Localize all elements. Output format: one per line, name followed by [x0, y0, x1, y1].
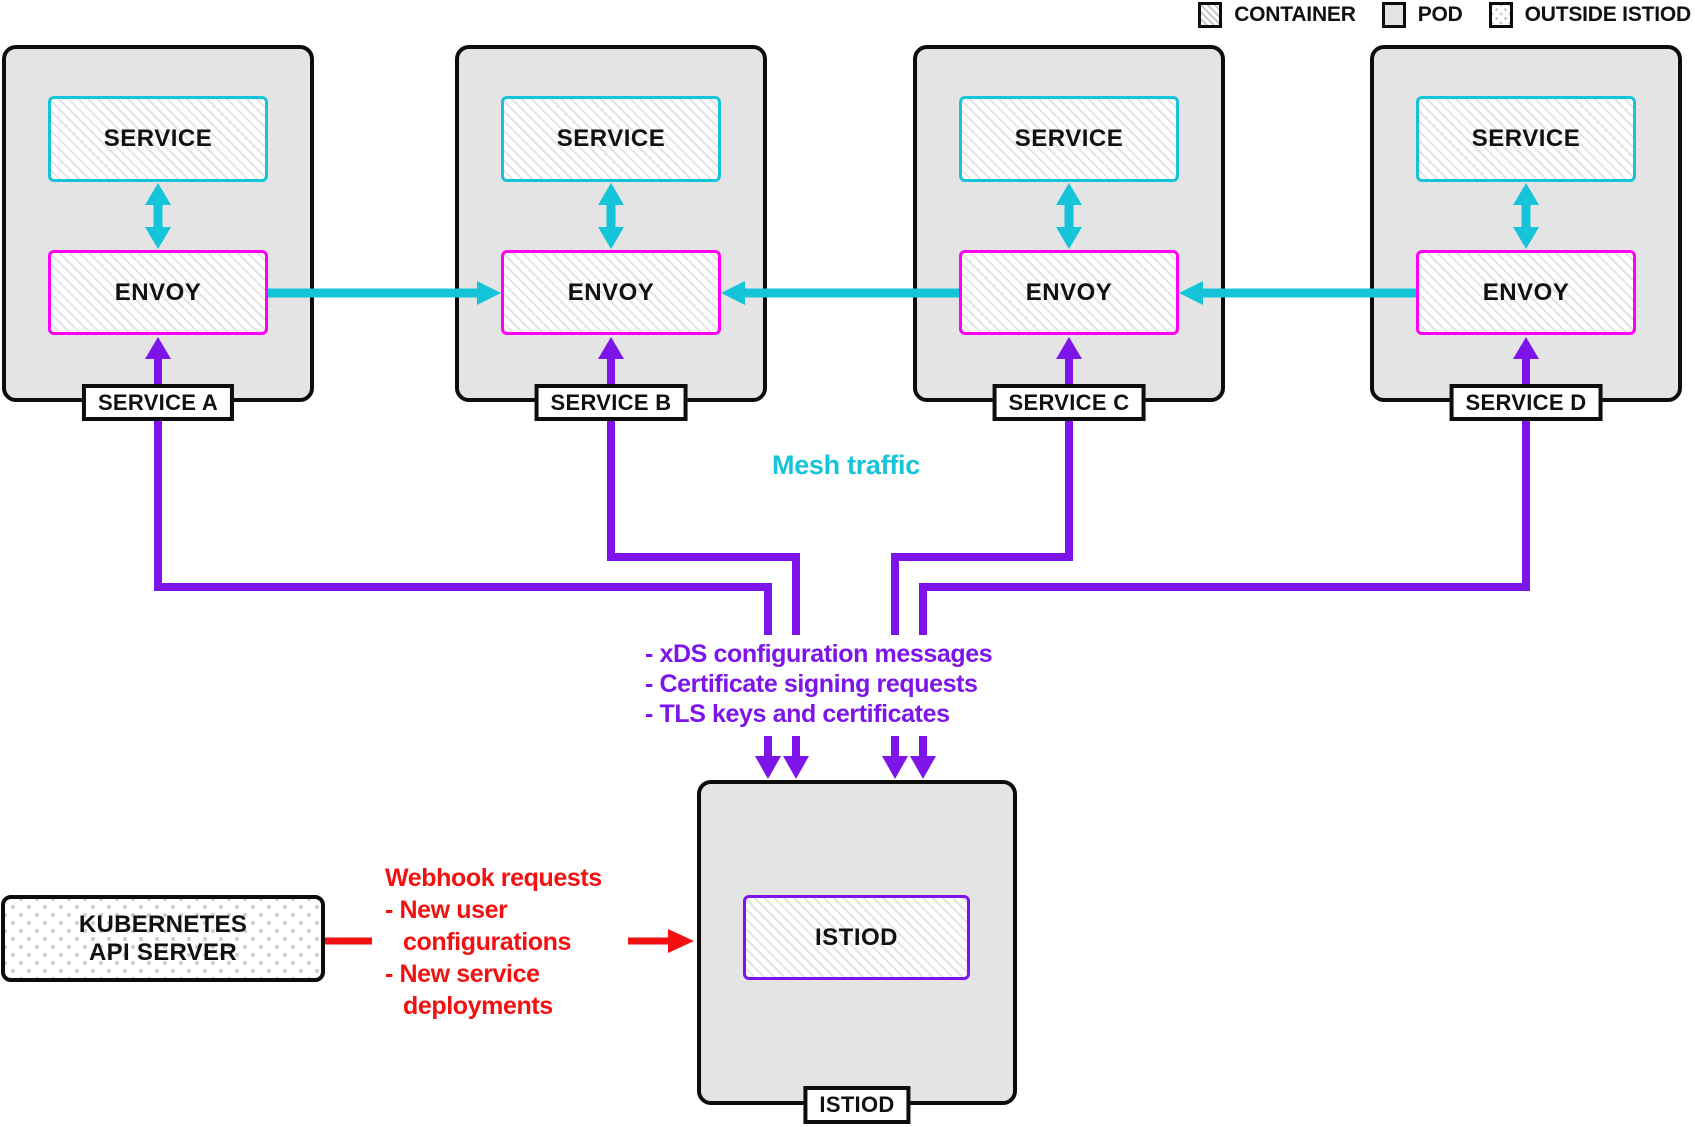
pod-name-tag-service-c: SERVICE C	[992, 384, 1146, 421]
webhook-arrow	[325, 929, 694, 953]
legend-item-container: CONTAINER	[1198, 2, 1356, 28]
mesh-arrow-envoy-c-to-b	[721, 281, 959, 305]
legend-item-pod: POD	[1381, 2, 1463, 28]
service-envoy-arrow-c	[1056, 183, 1082, 249]
service-container-d: SERVICE	[1416, 96, 1636, 182]
mesh-arrow-envoy-d-to-c	[1179, 281, 1416, 305]
legend-item-outside-istiod: OUTSIDE ISTIOD	[1488, 2, 1692, 28]
pod-name-label: ISTIOD	[819, 1092, 895, 1117]
note-line: - TLS keys and certificates	[645, 700, 950, 728]
istiod-container: ISTIOD	[743, 895, 970, 980]
control-line-envoy-b	[598, 337, 800, 635]
envoy-container-a: ENVOY	[48, 250, 268, 335]
control-line-envoy-a	[145, 337, 772, 635]
pod-name-label: SERVICE C	[1008, 389, 1130, 415]
control-line-envoy-d	[919, 337, 1539, 635]
pod-name-tag-service-d: SERVICE D	[1449, 384, 1603, 421]
outside-istiod-swatch-icon	[1488, 2, 1513, 28]
envoy-container-c: ENVOY	[959, 250, 1179, 335]
service-container-c: SERVICE	[959, 96, 1179, 182]
pod-istiod: ISTIOD	[697, 780, 1017, 1105]
envoy-container-d: ENVOY	[1416, 250, 1636, 335]
envoy-container-b: ENVOY	[501, 250, 721, 335]
pod-service-a: SERVICE ENVOY	[2, 45, 314, 402]
note-line: - xDS configuration messages	[645, 640, 993, 668]
control-plane-notes: - xDS configuration messages - Certifica…	[645, 639, 993, 729]
note-line: - New user	[385, 896, 508, 924]
service-container-b: SERVICE	[501, 96, 721, 182]
service-envoy-arrow-d	[1513, 183, 1539, 249]
pod-name-label: SERVICE D	[1465, 389, 1587, 415]
service-envoy-arrow-b	[598, 183, 624, 249]
container-swatch-icon	[1198, 2, 1223, 28]
mesh-traffic-label: Mesh traffic	[772, 450, 920, 480]
service-envoy-arrow-a	[145, 183, 171, 249]
envoy-container-label: ENVOY	[1025, 278, 1113, 306]
pod-name-tag-istiod: ISTIOD	[803, 1086, 911, 1124]
legend-label: OUTSIDE ISTIOD	[1524, 3, 1692, 26]
istiod-container-label: ISTIOD	[814, 923, 898, 951]
service-container-a: SERVICE	[48, 96, 268, 182]
pod-name-label: SERVICE A	[97, 389, 219, 415]
note-line: - New service	[385, 960, 540, 988]
service-container-label: SERVICE	[556, 125, 666, 152]
pod-swatch-icon	[1381, 2, 1406, 28]
pod-name-label: SERVICE B	[550, 389, 672, 415]
service-container-label: SERVICE	[1014, 125, 1124, 152]
kubernetes-label-line1: KUBERNETES	[78, 910, 248, 938]
note-line: configurations	[403, 928, 572, 956]
note-line: - Certificate signing requests	[645, 670, 978, 698]
envoy-container-label: ENVOY	[1482, 278, 1570, 306]
service-container-label: SERVICE	[103, 125, 213, 152]
control-arrows-into-istiod	[755, 736, 936, 779]
legend-label: CONTAINER	[1234, 3, 1356, 26]
mesh-arrow-envoy-a-to-b	[268, 281, 501, 305]
pod-name-tag-service-a: SERVICE A	[81, 384, 235, 421]
legend-label: POD	[1417, 3, 1463, 26]
pod-name-tag-service-b: SERVICE B	[534, 384, 688, 421]
envoy-container-label: ENVOY	[567, 278, 655, 306]
service-container-label: SERVICE	[1471, 125, 1581, 152]
control-line-envoy-c	[891, 337, 1082, 635]
kubernetes-api-server-box: KUBERNETES API SERVER	[1, 895, 325, 982]
webhook-title: Webhook requests	[385, 864, 602, 892]
kubernetes-label-line2: API SERVER	[89, 938, 237, 966]
webhook-notes: Webhook requests - New user configuratio…	[385, 862, 602, 1022]
legend: CONTAINER POD OUTSIDE ISTIOD	[1198, 2, 1691, 28]
note-line: deployments	[403, 992, 553, 1020]
envoy-container-label: ENVOY	[114, 278, 202, 306]
